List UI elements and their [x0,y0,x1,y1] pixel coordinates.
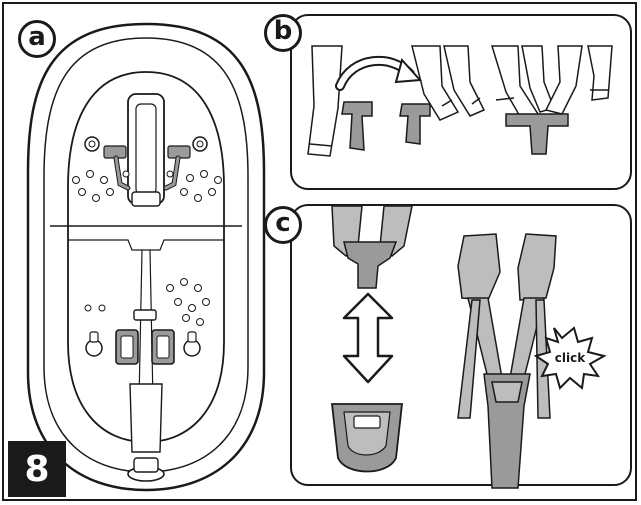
panel-label-b: b [264,14,302,52]
step-number: 8 [8,441,66,497]
click-label: click [555,351,586,365]
buckle-connect-illustration: click [330,205,607,489]
panel-label-c: c [264,206,302,244]
panel-a [10,12,282,498]
double-arrow-icon [342,292,394,384]
strap-swap-illustration [307,45,613,157]
starburst-icon [533,326,607,390]
figure-frame [2,2,637,501]
panel-label-a: a [18,20,56,58]
panel-b [290,14,632,190]
panel-c: click [290,204,632,489]
seat-shell-illustration [26,22,266,492]
